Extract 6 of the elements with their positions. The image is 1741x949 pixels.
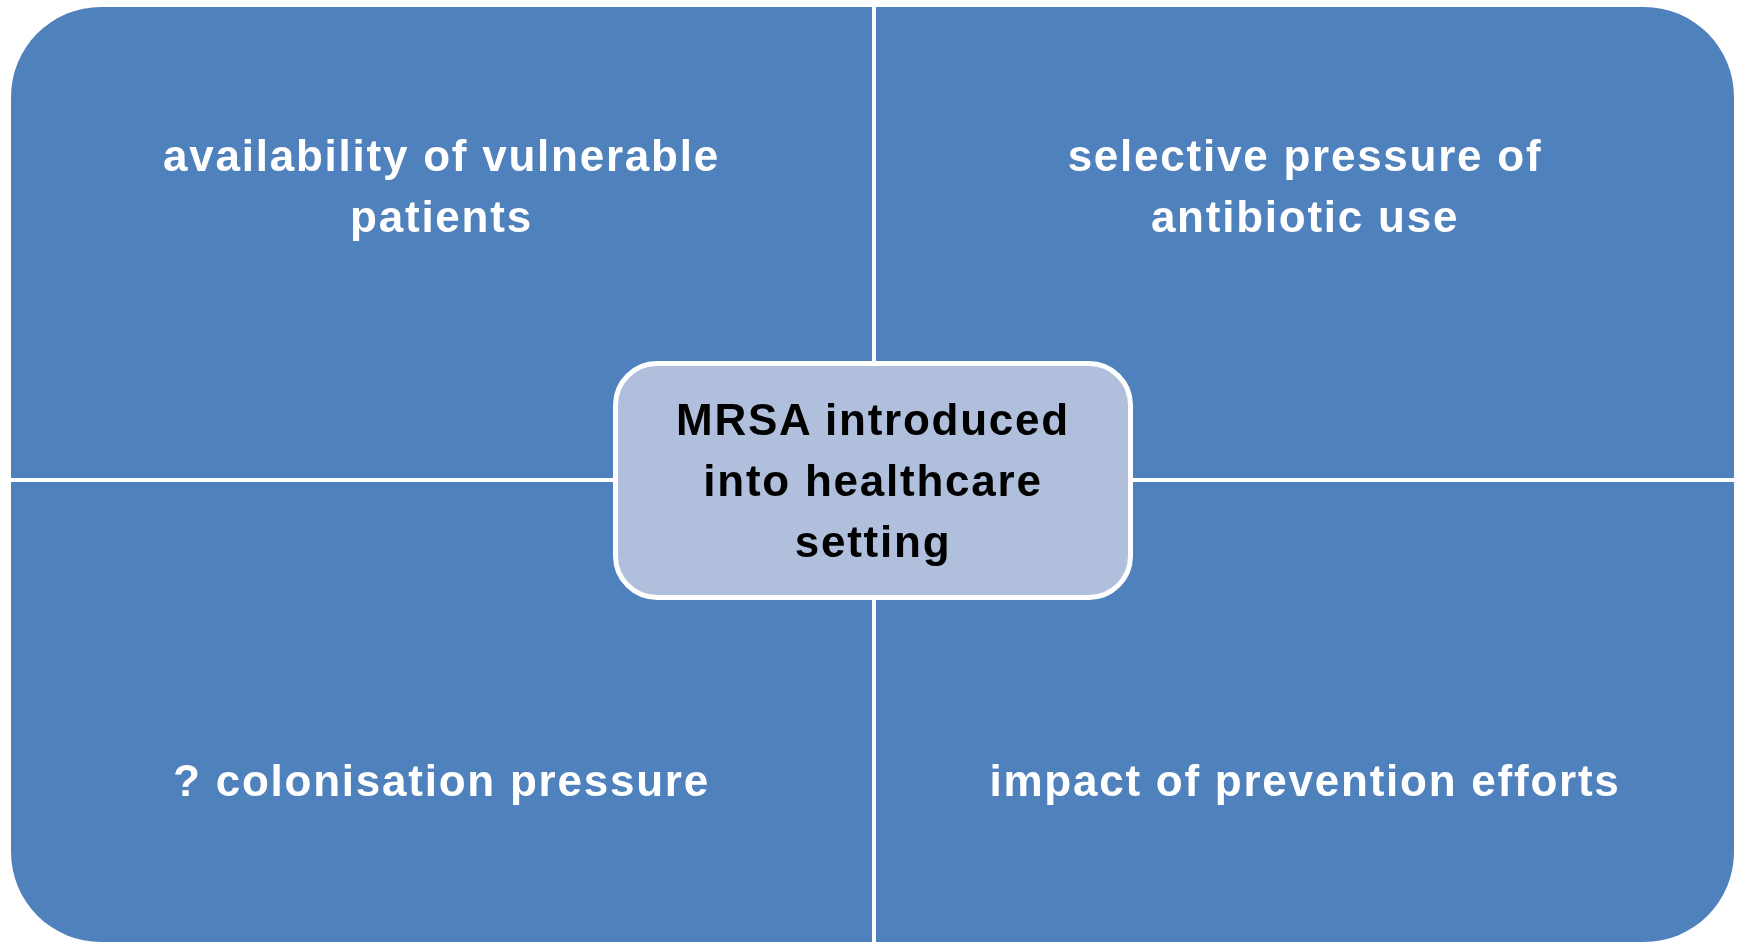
- node-label: ? colonisation pressure: [172, 755, 711, 807]
- node-label: selective pressure of antibiotic use: [1066, 130, 1544, 243]
- node-label: MRSA introduced into healthcare setting: [675, 394, 1071, 568]
- node-label: availability of vulnerable patients: [162, 130, 721, 243]
- node-label: impact of prevention efforts: [988, 755, 1622, 807]
- center-box: [613, 361, 1133, 600]
